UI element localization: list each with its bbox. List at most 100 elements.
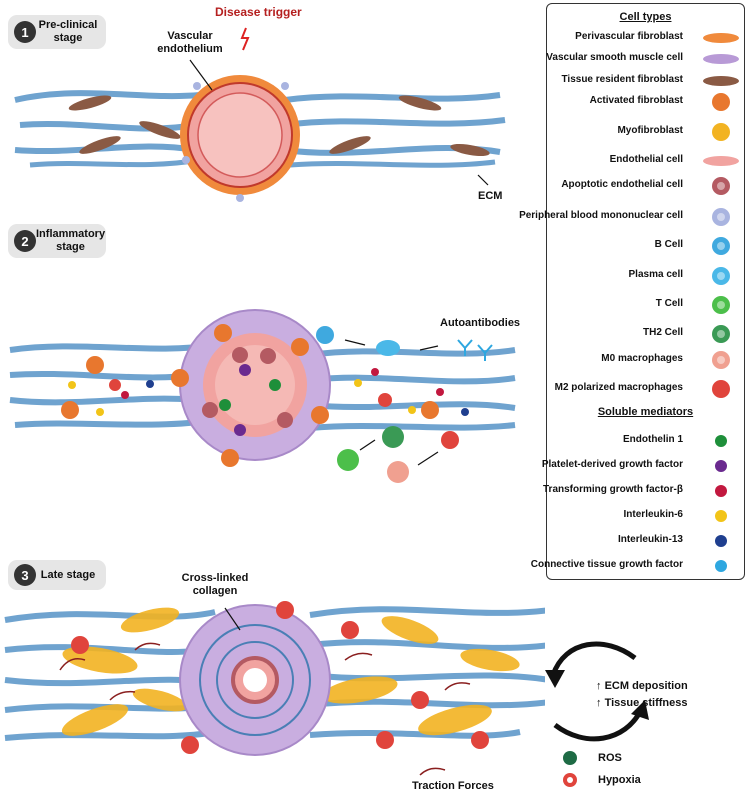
ecm-deposition-text: ECM deposition	[604, 680, 688, 692]
lightning-icon	[240, 27, 250, 51]
legend-label: Vascular smooth muscle cell	[546, 52, 683, 63]
legend-row: Transforming growth factor-β	[543, 481, 741, 501]
legend-swatch-icon	[712, 267, 730, 285]
ecm-label: ECM	[478, 190, 503, 202]
legend-swatch-icon	[703, 76, 739, 86]
legend-swatch-icon	[703, 33, 739, 43]
legend-label: B Cell	[654, 239, 683, 250]
disease-trigger-label: Disease trigger	[215, 5, 302, 19]
legend-row: Perivascular fibroblast	[551, 28, 741, 48]
stage1-vessel	[180, 75, 300, 202]
legend-label: Connective tissue growth factor	[530, 559, 683, 570]
legend-swatch-icon	[715, 435, 727, 447]
ros-icon	[563, 751, 577, 765]
legend-row: Endothelin 1	[551, 431, 741, 451]
stage-badge-late: 3 Late stage	[8, 560, 106, 590]
legend-swatch-icon	[712, 351, 730, 369]
legend-row: Tissue resident fibroblast	[551, 71, 741, 91]
stage-number: 2	[14, 230, 36, 252]
stage1-resident-fibroblasts	[68, 95, 490, 157]
legend-label: Apoptotic endothelial cell	[561, 179, 683, 190]
legend-swatch-icon	[712, 208, 730, 226]
legend-label: Peripheral blood mononuclear cell	[519, 210, 683, 221]
ros-label: ROS	[598, 752, 622, 764]
legend-swatch-icon	[712, 93, 730, 111]
legend-row: Apoptotic endothelial cell	[551, 176, 741, 196]
legend-label: Perivascular fibroblast	[575, 31, 683, 42]
legend-row: Myofibroblast	[551, 122, 741, 142]
legend-label: Transforming growth factor-β	[543, 484, 683, 495]
stage-badge-preclinical: 1 Pre-clinical stage	[8, 15, 106, 49]
legend-label: Tissue resident fibroblast	[561, 74, 683, 85]
legend-swatch-icon	[715, 560, 727, 572]
legend-label: Interleukin-13	[617, 534, 683, 545]
antibody-icon	[457, 339, 493, 361]
stage2-mediators	[68, 368, 469, 416]
legend-label: TH2 Cell	[642, 327, 683, 338]
legend-swatch-icon	[703, 156, 739, 166]
legend-swatch-icon	[715, 535, 727, 547]
legend-swatch-icon	[712, 325, 730, 343]
legend-label: Activated fibroblast	[589, 95, 683, 106]
legend-swatch-icon	[712, 237, 730, 255]
hypoxia-label: Hypoxia	[598, 774, 641, 786]
stage-badge-inflammatory: 2 Inflammatory stage	[8, 224, 106, 258]
legend-row: Vascular smooth muscle cell	[546, 49, 741, 69]
legend-row: M0 macrophages	[551, 350, 741, 370]
vascular-endothelium-label: Vascular endothelium	[157, 30, 223, 55]
legend-row: B Cell	[551, 236, 741, 256]
legend-row: Peripheral blood mononuclear cell	[519, 207, 741, 227]
stage2-activated-fibroblasts	[61, 324, 439, 467]
stage-label: Pre-clinical stage	[38, 19, 98, 44]
stage2-arrows	[344, 339, 439, 466]
legend-row: M2 polarized macrophages	[551, 379, 741, 399]
ecm-pointer	[477, 174, 489, 186]
stage-label: Late stage	[40, 568, 96, 581]
traction-force-arrows	[59, 642, 471, 776]
scene-illustration	[4, 27, 545, 776]
endothelium-pointer	[189, 59, 213, 91]
collagen-pointer	[224, 607, 241, 631]
legend-row: Endothelial cell	[551, 151, 741, 171]
legend-label: M2 polarized macrophages	[554, 382, 683, 393]
legend-row: Interleukin-13	[551, 531, 741, 551]
ecm-deposition-label: ↑ ECM deposition	[596, 680, 688, 692]
legend-label: Endothelial cell	[609, 154, 683, 165]
legend-row: Activated fibroblast	[551, 92, 741, 112]
legend-label: Myofibroblast	[617, 125, 683, 136]
legend-label: Platelet-derived growth factor	[541, 459, 683, 470]
stage-label: Inflammatory stage	[36, 228, 106, 253]
legend-swatch-icon	[712, 123, 730, 141]
legend-swatch-icon	[712, 177, 730, 195]
legend-label: M0 macrophages	[601, 353, 683, 364]
legend-swatch-icon	[712, 296, 730, 314]
soluble-mediators-title: Soluble mediators	[597, 406, 694, 418]
stage2-immune-cells	[109, 326, 459, 483]
stage3-myofibroblasts	[61, 607, 520, 736]
legend-swatch-icon	[712, 380, 730, 398]
stage-number: 3	[14, 564, 36, 586]
legend-swatch-icon	[715, 510, 727, 522]
legend-row: Interleukin-6	[551, 506, 741, 526]
legend-label: T Cell	[655, 298, 683, 309]
legend-row: Plasma cell	[551, 266, 741, 286]
legend-row: TH2 Cell	[551, 324, 741, 344]
cell-types-title: Cell types	[619, 11, 672, 23]
hypoxia-icon	[563, 773, 577, 787]
tissue-stiffness-label: ↑ Tissue stiffness	[596, 697, 688, 709]
legend-swatch-icon	[715, 485, 727, 497]
tissue-stiffness-text: Tissue stiffness	[604, 697, 688, 709]
legend-label: Plasma cell	[628, 269, 683, 280]
stage-number: 1	[14, 21, 36, 43]
legend-swatch-icon	[703, 54, 739, 64]
legend-swatch-icon	[715, 460, 727, 472]
feedback-loop-icon	[545, 641, 649, 742]
legend-row: T Cell	[551, 295, 741, 315]
traction-forces-label: Traction Forces	[412, 780, 494, 792]
cross-linked-collagen-label: Cross-linked collagen	[181, 572, 249, 597]
stage2-vessel	[179, 309, 331, 461]
legend-row: Connective tissue growth factor	[531, 556, 741, 576]
legend-label: Interleukin-6	[623, 509, 683, 520]
stage3-m2-macrophages	[71, 601, 489, 754]
